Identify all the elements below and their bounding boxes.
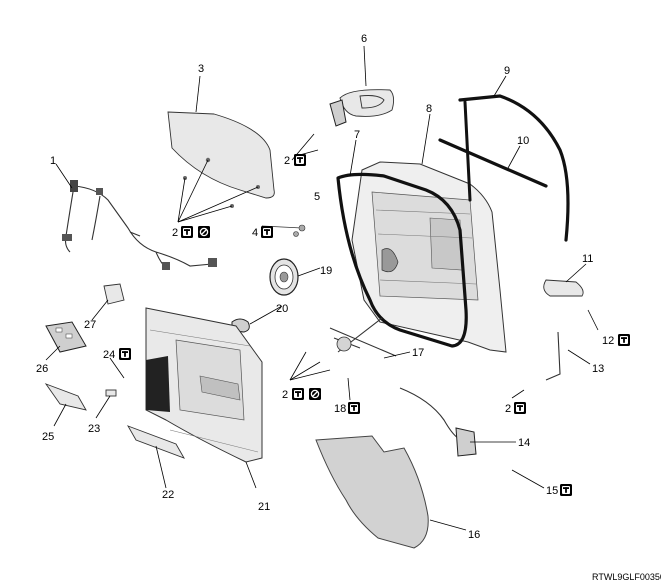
torque-icon (560, 484, 572, 496)
door-check-13 (545, 331, 561, 381)
no-reuse-icon (308, 387, 322, 401)
callout-17: 17 (412, 347, 424, 359)
callout-10: 10 (517, 135, 529, 147)
door-weatherstrip (336, 172, 468, 348)
figure-code: RTWL9GLF003501 (592, 572, 661, 582)
callout-25: 25 (42, 431, 54, 443)
callout-13: 13 (592, 363, 604, 375)
torque-icon (292, 388, 304, 400)
torque-icon (514, 402, 526, 414)
callout-8: 8 (426, 103, 432, 115)
callout-27: 27 (84, 319, 96, 331)
trim-cap-27 (103, 283, 125, 305)
leader-lines (45, 45, 599, 531)
callout-3: 3 (198, 63, 204, 75)
door-latch-14 (399, 387, 477, 457)
door-speaker (269, 258, 299, 296)
no-reuse-icon (197, 225, 211, 239)
callout-18: 18 (334, 403, 346, 415)
callout-4: 4 (252, 227, 258, 239)
callout-2a: 2 (172, 227, 178, 239)
callout-20: 20 (276, 303, 288, 315)
callout-1: 1 (50, 155, 56, 167)
callout-14: 14 (518, 437, 530, 449)
glass-run-channel (458, 94, 570, 242)
window-regulator (329, 317, 397, 357)
door-glass (167, 111, 275, 208)
torque-icon (261, 226, 273, 238)
callout-7: 7 (354, 129, 360, 141)
callout-19: 19 (320, 265, 332, 277)
torque-icon (294, 154, 306, 166)
door-handle-11 (543, 279, 584, 297)
torque-icon (181, 226, 193, 238)
callout-6: 6 (361, 33, 367, 45)
power-window-switch (45, 321, 87, 353)
callout-24: 24 (103, 349, 115, 361)
door-trim-panel (145, 307, 263, 463)
trim-piece-25 (44, 383, 87, 411)
callout-5: 5 (314, 191, 320, 203)
callout-9: 9 (504, 65, 510, 77)
torque-icon (618, 334, 630, 346)
door-wire-harness (62, 180, 217, 270)
callout-11: 11 (582, 253, 593, 265)
armrest-22 (126, 425, 186, 459)
callout-2c: 2 (282, 389, 288, 401)
clip-23 (105, 389, 117, 397)
callout-23: 23 (88, 423, 100, 435)
torque-icon (348, 402, 360, 414)
callout-15: 15 (546, 485, 558, 497)
callout-26: 26 (36, 363, 48, 375)
callout-22: 22 (162, 489, 174, 501)
callout-2d: 2 (505, 403, 511, 415)
outside-mirror (329, 89, 395, 127)
callout-21: 21 (258, 501, 270, 513)
callout-12: 12 (602, 335, 614, 347)
torque-icon (119, 348, 131, 360)
service-hole-cover (315, 435, 429, 549)
callout-16: 16 (468, 529, 480, 541)
callout-2b: 2 (284, 155, 290, 167)
belt-weatherstrip (438, 138, 548, 188)
